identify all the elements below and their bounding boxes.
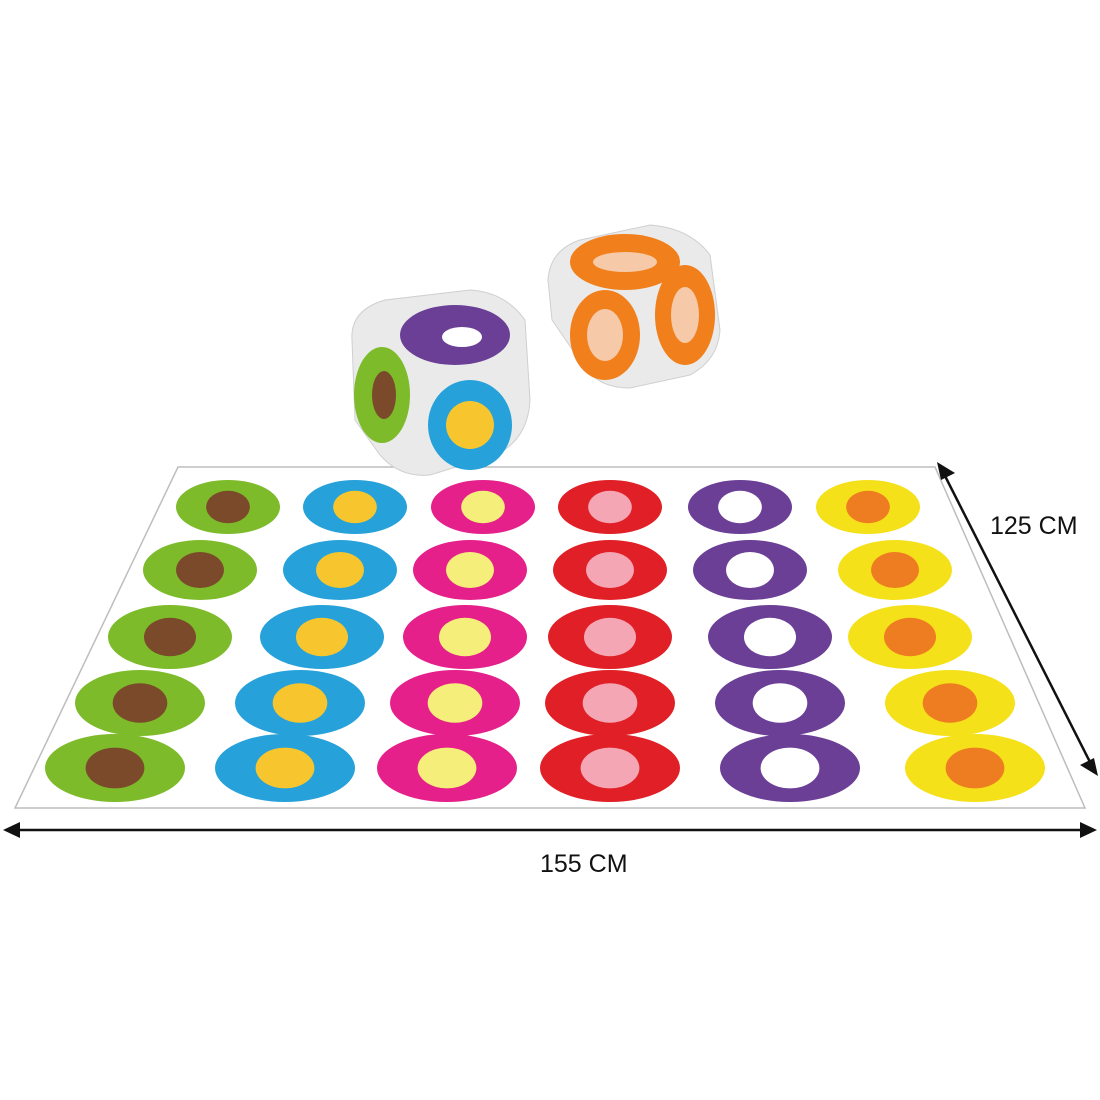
cupcake-icon [417,747,477,789]
pig-icon [582,683,638,723]
sun-icon [255,747,315,789]
tiger-icon [922,683,978,723]
sun-icon [316,552,364,588]
tiger-icon [883,617,937,657]
monkey-icon [85,747,145,789]
sun-icon [333,490,377,524]
body-part-die [547,224,721,389]
monkey-icon [176,552,224,588]
mat-spots [45,480,1045,802]
pig-icon [583,617,637,657]
unicorn-icon [718,490,762,524]
cupcake-icon [427,683,483,723]
monkey-icon [206,490,250,524]
width-label: 155 CM [540,850,628,878]
monkey-icon [143,617,197,657]
monkey-icon [112,683,168,723]
cupcake-icon [438,617,492,657]
pig-icon [586,552,634,588]
cupcake-icon [446,552,494,588]
pig-icon [580,747,640,789]
depth-dimension-arrow [937,462,1098,776]
tiger-icon [871,552,919,588]
cupcake-icon [461,490,505,524]
unicorn-icon [760,747,820,789]
sun-icon [295,617,349,657]
width-dimension-arrow [3,822,1097,838]
unicorn-icon [752,683,808,723]
sun-icon [272,683,328,723]
symbol-die [351,289,531,476]
unicorn-icon [743,617,797,657]
unicorn-icon [726,552,774,588]
tiger-icon [945,747,1005,789]
tiger-icon [846,490,890,524]
depth-label: 125 CM [990,512,1078,540]
pig-icon [588,490,632,524]
